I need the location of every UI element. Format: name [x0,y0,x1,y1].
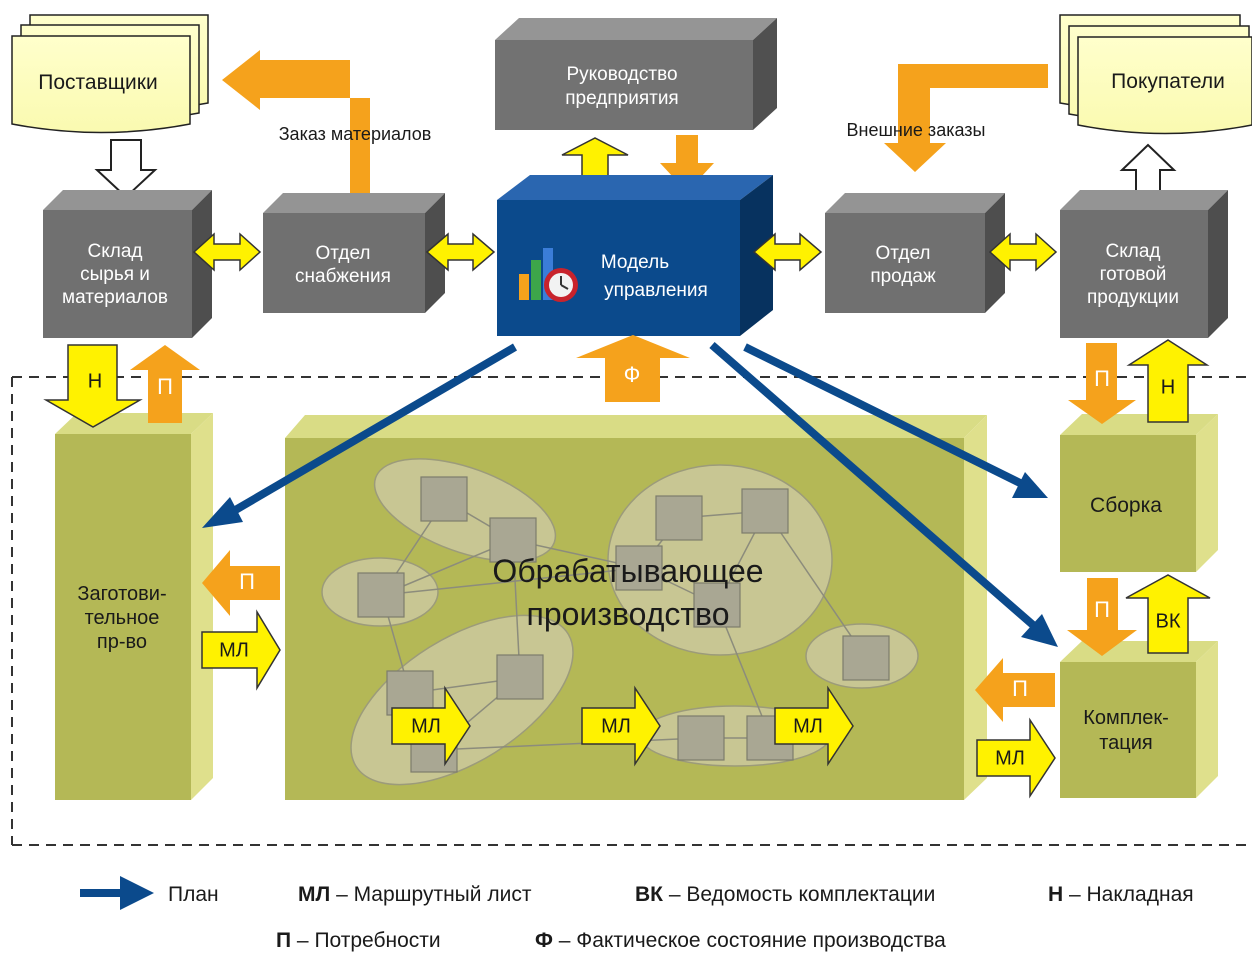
arrow-n-label-left: Н [88,370,102,392]
actual-state-arrow: Ф [576,335,690,402]
supply-dept-label-line-2: снабжения [295,266,391,287]
arrow-ml-label-3: МЛ [793,715,823,737]
management-directive-arrow [660,135,714,192]
blank-route-sheet-arrow: МЛ [201,609,281,691]
arrow-p-label-kitting-out: П [1012,676,1028,701]
legend-route-sheet: МЛ – Маршрутный лист [298,883,532,906]
assembly-box: Сборка [1060,414,1218,572]
raw-warehouse-label-line-3: материалов [62,287,168,308]
sales-warehouse-exchange-arrow [988,232,1058,272]
legend-plan-arrow-icon [80,876,154,910]
plan-arrows [202,341,1058,647]
blank-production-label-line-2: тельное [85,607,160,629]
external-orders-label: Внешние заказы [847,120,986,140]
finished-warehouse-label-line-2: готовой [1100,264,1167,285]
blank-to-raw-demand-arrow: П [130,345,200,423]
internal-route-sheet-arrow-3: МЛ [774,685,854,767]
chart-clock-icon [519,248,578,302]
management-box: Руководство предприятия [495,18,777,130]
plan-arrow-to-assembly [743,343,1048,498]
raw-warehouse-label-line-2: сырья и [80,264,150,285]
arrow-p-label-left: П [157,374,173,399]
arrow-f-label: Ф [624,362,641,387]
material-order-label: Заказ материалов [279,124,432,144]
blank-demand-arrow: П [202,550,280,616]
arrow-p-label-right: П [1094,366,1110,391]
raw-materials-warehouse-box: Склад сырья и материалов [43,190,212,338]
arrow-ml-label-kitting: МЛ [995,747,1025,769]
processing-label-line-1: Обрабатывающее [492,553,763,589]
plan-arrow-to-blank [202,343,518,528]
arrow-ml-label-blank: МЛ [219,639,249,661]
assembly-to-kitting-demand-arrow: П [1067,578,1137,656]
buyers-label: Покупатели [1111,70,1225,93]
kitting-box: Комплек- тация [1060,641,1218,798]
arrow-n-label-right: Н [1161,376,1175,398]
finished-warehouse-label-line-1: Склад [1106,241,1161,262]
kitting-label-line-2: тация [1099,732,1153,754]
supply-model-exchange-arrow [425,232,496,272]
plan-arrow-to-kitting [709,341,1058,647]
processing-label-line-2: производство [527,596,730,632]
blank-production-label-line-3: пр-во [97,631,147,653]
suppliers-label: Поставщики [38,71,157,94]
finished-to-assembly-demand-arrow: П [1068,343,1136,424]
model-sales-exchange-arrow [752,232,823,272]
arrow-p-label-kitting: П [1094,597,1110,622]
control-model-box: Модель управления [497,175,773,336]
supply-department-box: Отдел снабжения [263,193,445,313]
raw-supply-exchange-arrow [192,232,262,272]
raw-to-blank-waybill-arrow: Н [43,344,143,428]
supply-arrow-down [94,139,158,199]
supply-dept-label-line-1: Отдел [316,243,371,264]
sales-dept-label-line-2: продаж [870,266,936,287]
arrow-ml-label-2: МЛ [601,715,631,737]
kitting-statement-arrow: ВК [1125,574,1211,654]
internal-route-sheet-arrow-1: МЛ [391,685,471,767]
arrow-ml-label-1: МЛ [411,715,441,737]
assembly-label: Сборка [1090,494,1162,517]
legend-plan-label: План [168,883,219,906]
suppliers-document-icon [11,14,209,134]
assembly-to-finished-waybill-arrow: Н [1126,339,1210,423]
legend-actual-state: Ф – Фактическое состояние производства [535,929,946,952]
kitting-route-sheet-arrow: МЛ [976,717,1056,799]
legend: План МЛ – Маршрутный лист ВК – Ведомость… [80,876,1194,952]
arrow-vk-label: ВК [1156,610,1181,632]
kitting-label-line-1: Комплек- [1083,707,1169,729]
raw-warehouse-label-line-1: Склад [88,241,143,262]
kitting-demand-arrow: П [975,658,1055,722]
legend-kitting-statement: ВК – Ведомость комплектации [635,883,935,906]
sales-dept-label-line-1: Отдел [876,243,931,264]
legend-waybill: Н – Накладная [1048,883,1194,906]
model-label-line-1: Модель [601,252,669,273]
management-label-line-1: Руководство [566,64,677,85]
external-orders-arrow [884,64,1048,172]
internal-route-sheet-arrow-2: МЛ [581,685,661,767]
sales-department-box: Отдел продаж [825,193,1005,313]
model-label-line-2: управления [604,280,708,301]
buyers-document-icon [1059,14,1252,135]
finished-goods-warehouse-box: Склад готовой продукции [1060,190,1228,338]
blank-production-box: Заготови- тельное пр-во [55,413,213,800]
arrow-p-label-blank: П [239,569,255,594]
management-label-line-2: предприятия [565,88,678,109]
material-order-arrow [222,50,370,195]
blank-production-label-line-1: Заготови- [77,583,166,605]
finished-warehouse-label-line-3: продукции [1087,287,1179,308]
legend-demands: П – Потребности [276,929,441,952]
